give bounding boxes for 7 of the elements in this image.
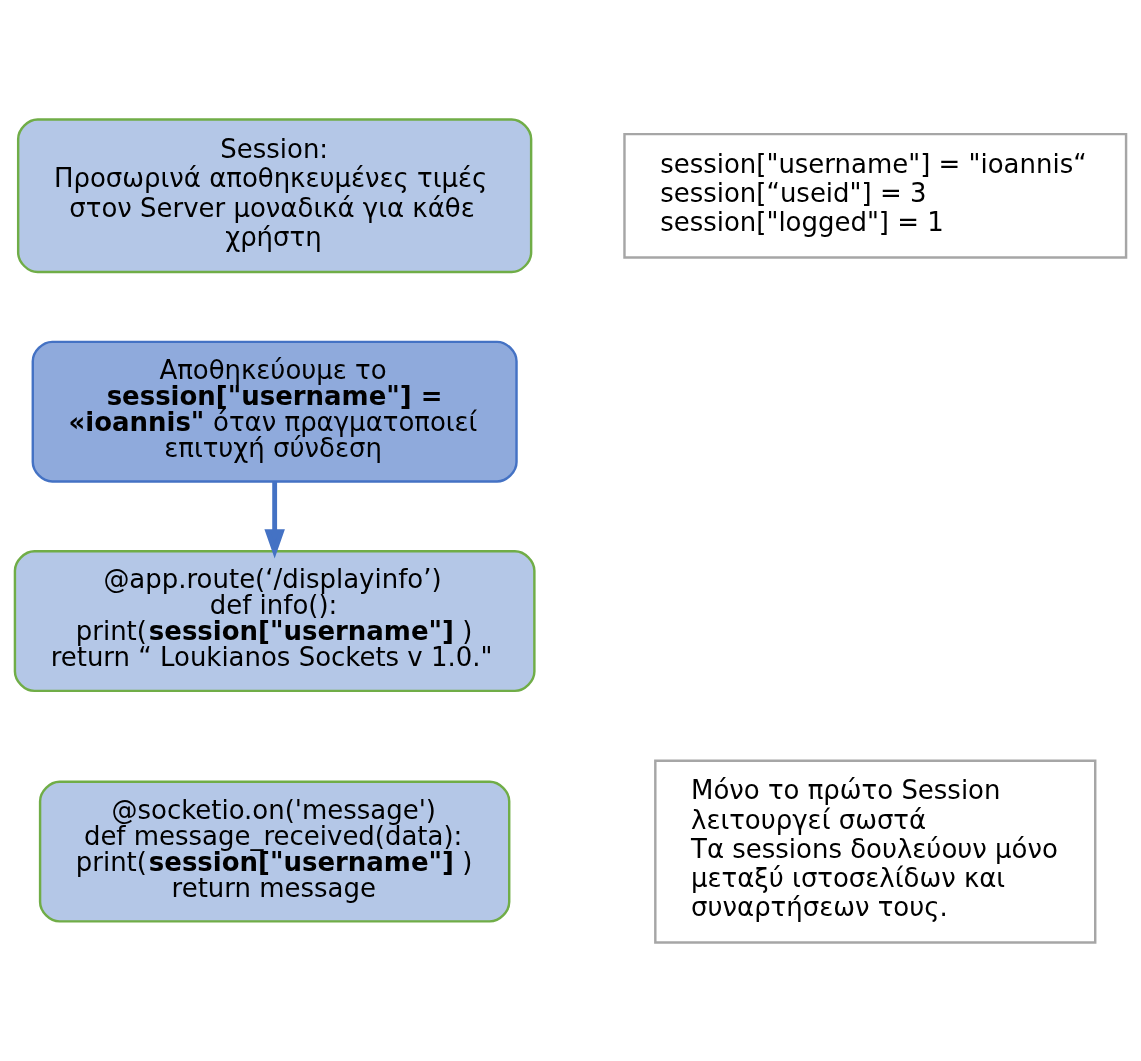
node-box: @socketio.on('message') def message_received(data): print(session["username"] ) return message — [38, 780, 511, 923]
node-box: Αποθηκεύουμε το session["username"] = «ioannis" όταν πραγματοποιεί επιτυχή σύνδεση — [31, 340, 518, 483]
node-box: Session: Προσωρινά αποθηκευμένες τιμές στον Server μοναδικά για κάθε χρήστη — [16, 117, 533, 273]
node-box: session["username"] = "ioannis“ session[“useid"] = 3 session["logged"] = 1 — [623, 132, 1128, 259]
node-box: Μόνο το πρώτο Session λειτουργεί σωστά Τα sessions δουλεύουν μόνο μεταξύ ιστοσελίδων και συναρτήσεων τους. — [654, 759, 1097, 944]
node-box: @app.route(‘/displayinfo’) def info(): print(session["username"] ) return “ Loukianos Sockets v 1.0." — [13, 549, 536, 692]
arrow — [264, 481, 285, 558]
